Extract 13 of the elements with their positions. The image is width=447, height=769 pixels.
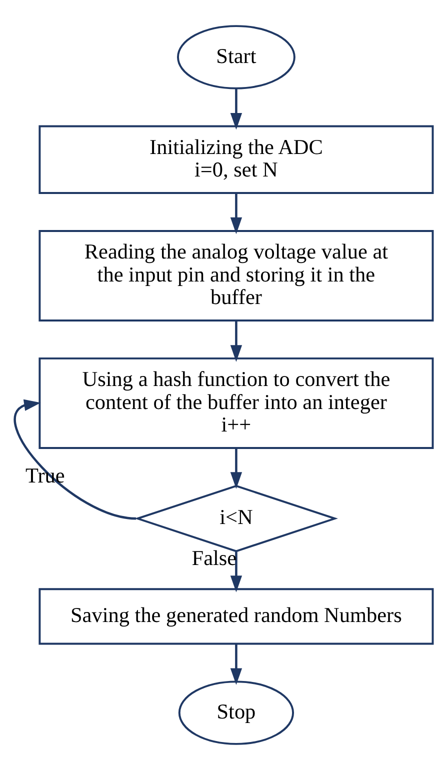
arrow bbox=[14, 398, 136, 520]
arrow bbox=[230, 643, 242, 684]
node-box: Reading the analog voltage value at the input pin and storing it in the buffer bbox=[38, 229, 434, 321]
node-box: Using a hash function to convert the content of the buffer into an integer i++ bbox=[38, 356, 434, 448]
node-box: Saving the generated random Numbers bbox=[38, 588, 434, 644]
arrow bbox=[230, 551, 242, 592]
arrow bbox=[230, 88, 242, 130]
node-ellipse: Start bbox=[177, 24, 296, 89]
arrow bbox=[230, 320, 242, 362]
node-box: Initializing the ADC i=0, set N bbox=[38, 124, 434, 194]
node-ellipse: Stop bbox=[178, 680, 294, 744]
arrow bbox=[230, 448, 242, 488]
arrow bbox=[230, 192, 242, 234]
